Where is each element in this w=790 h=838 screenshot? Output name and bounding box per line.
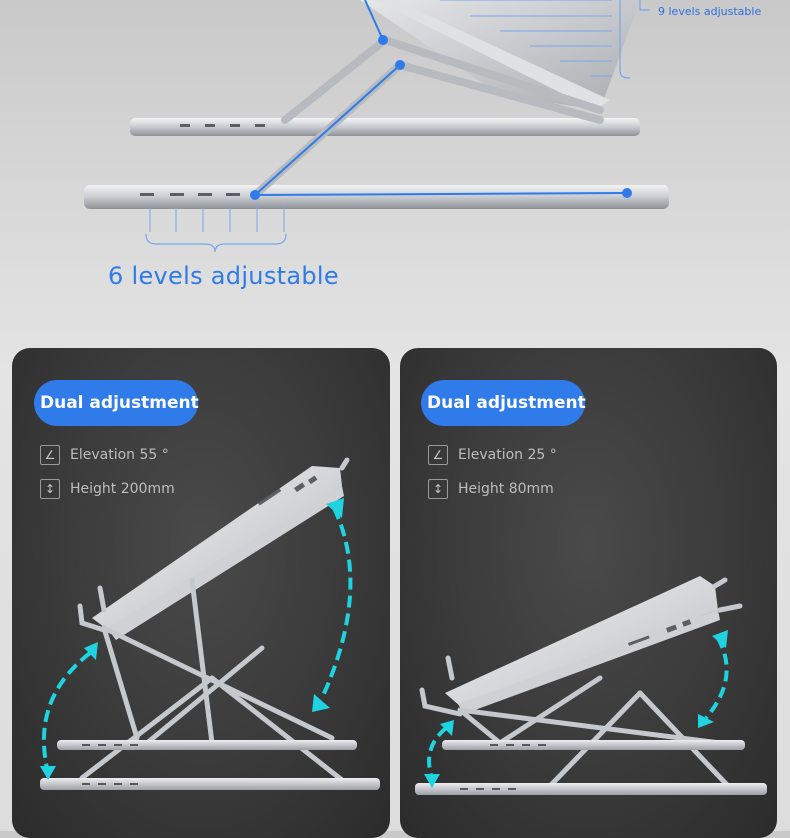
height-spec: ↕ Height 80mm [428,478,554,500]
panel-elevation-55: Dual adjustment ∠ Elevation 55 ° ↕ Heigh… [12,348,390,838]
stand-illustration-top [84,0,669,253]
vertical-arrows-icon: ↕ [40,479,60,499]
elevation-spec: ∠ Elevation 25 ° [428,444,557,466]
height-text: Height 200mm [70,481,175,497]
height-spec: ↕ Height 200mm [40,478,175,500]
top-product-scene: 9 levels adjustable 6 levels adjustable [0,0,790,340]
nine-levels-label: 9 levels adjustable [658,5,762,18]
elevation-text: Elevation 55 ° [70,447,169,463]
dual-adjustment-badge: Dual adjustment [34,380,199,426]
panel-elevation-25: Dual adjustment ∠ Elevation 25 ° ↕ Heigh… [400,348,777,838]
angle-icon: ∠ [40,445,60,465]
six-levels-label: 6 levels adjustable [108,262,339,290]
stand-illustration-high [40,457,380,790]
stand-illustration-low [415,576,767,795]
elevation-spec: ∠ Elevation 55 ° [40,444,169,466]
vertical-arrows-icon: ↕ [428,479,448,499]
angle-icon: ∠ [428,445,448,465]
dual-adjustment-badge: Dual adjustment [421,380,586,426]
height-text: Height 80mm [458,481,554,497]
elevation-text: Elevation 25 ° [458,447,557,463]
